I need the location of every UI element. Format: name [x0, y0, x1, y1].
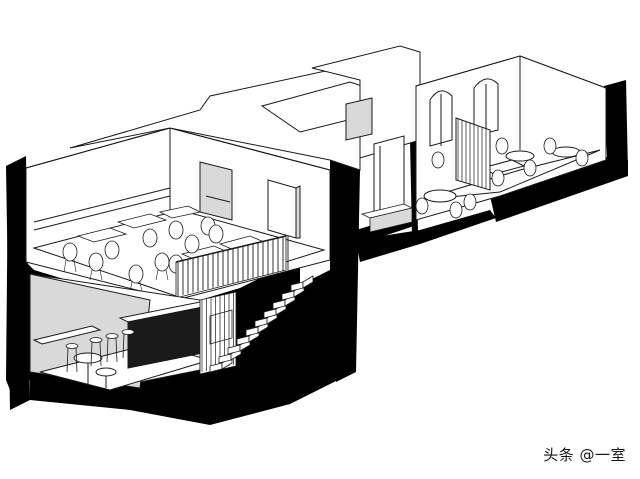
bar-stool — [105, 333, 119, 339]
stool-leg — [90, 341, 93, 367]
middle-room — [360, 203, 414, 233]
rear-table — [551, 146, 581, 158]
rear-table — [423, 189, 457, 203]
railing-balusters — [177, 236, 289, 296]
lower-shelf — [32, 325, 102, 345]
bar-stool — [89, 337, 103, 343]
bar-stool — [121, 329, 135, 335]
upper-table — [76, 227, 128, 243]
watermark-text: 头条 @一室 — [543, 446, 626, 464]
stool-leg — [115, 337, 118, 363]
stool-leg — [131, 333, 134, 359]
rear-end-wall-cut — [604, 80, 628, 178]
stool-leg — [75, 347, 78, 373]
upper-window-recess — [199, 161, 233, 221]
stool-leg — [99, 341, 102, 367]
bar-stools — [65, 329, 135, 373]
stool-leg — [106, 337, 109, 363]
rear-grille — [457, 119, 487, 189]
upper-doorway — [267, 179, 297, 239]
connector — [69, 45, 421, 229]
upper-railing — [175, 235, 287, 299]
rear-chairs — [415, 137, 589, 219]
rear-room-base-cut — [490, 156, 628, 222]
main-right-wall-cut — [330, 160, 360, 382]
stool-leg — [66, 347, 69, 373]
staircase — [209, 275, 314, 373]
lower-floor — [29, 273, 212, 391]
rear-room — [415, 55, 607, 221]
lower-round-table — [73, 352, 103, 364]
rear-table — [505, 150, 535, 162]
middle-room-base-cut — [356, 210, 496, 262]
lower-round-table — [95, 367, 117, 377]
bar-stool — [65, 343, 79, 349]
upper-table — [116, 213, 168, 229]
stool-leg — [122, 333, 125, 359]
stair-riser — [302, 275, 314, 289]
upper-table — [158, 205, 202, 219]
